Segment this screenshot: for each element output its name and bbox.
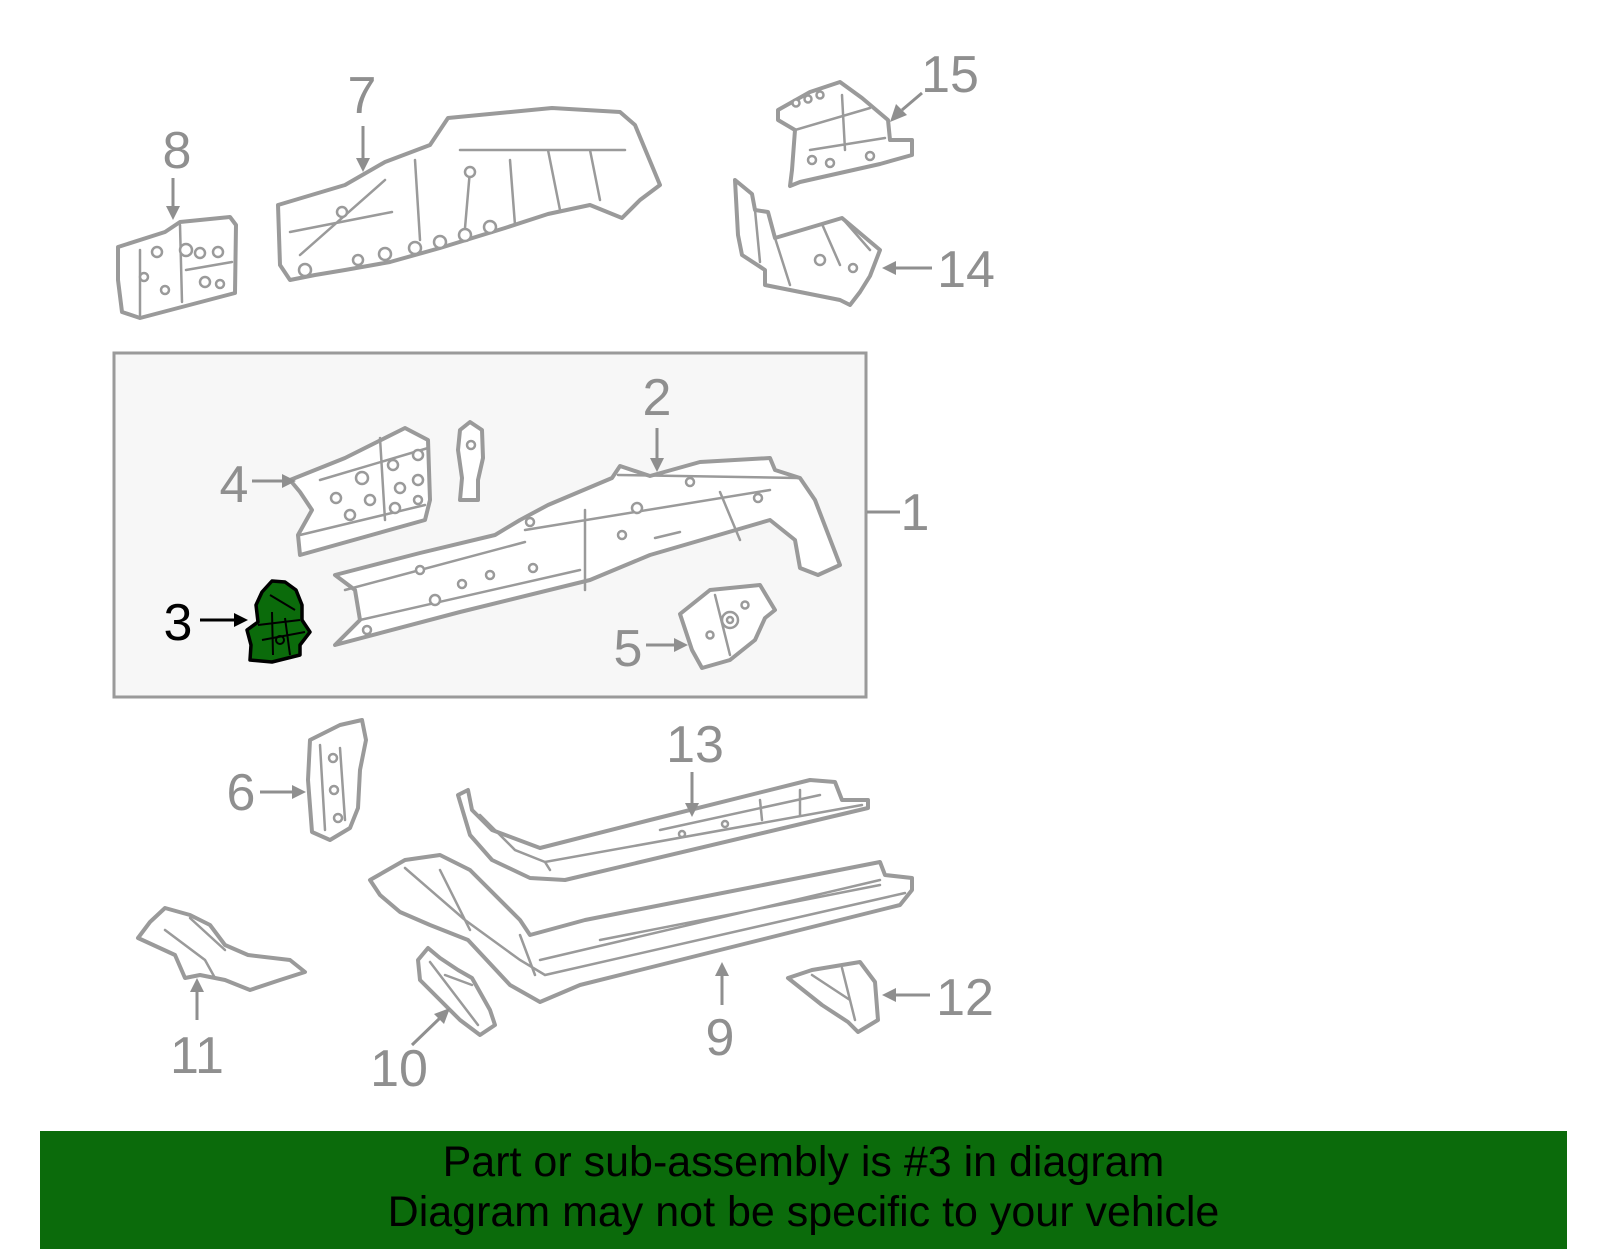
banner-line-part: Part or sub-assembly is #3 in diagram xyxy=(442,1138,1165,1186)
callout-1: 1 xyxy=(901,484,930,542)
part-11[interactable] xyxy=(136,906,307,992)
callout-10: 10 xyxy=(370,1040,428,1098)
callout-2: 2 xyxy=(643,369,672,427)
callout-6: 6 xyxy=(227,764,256,822)
part-14[interactable] xyxy=(733,178,882,307)
callout-12: 12 xyxy=(936,969,994,1027)
part-15[interactable] xyxy=(776,80,914,188)
part-10[interactable] xyxy=(416,946,497,1037)
part-12[interactable] xyxy=(786,960,880,1034)
callout-5: 5 xyxy=(614,620,643,678)
part-13[interactable] xyxy=(456,778,870,882)
banner-line-disclaimer: Diagram may not be specific to your vehi… xyxy=(387,1188,1220,1236)
part-3-highlighted[interactable] xyxy=(245,579,312,664)
small-bracket[interactable] xyxy=(456,420,485,502)
callout-8: 8 xyxy=(163,122,192,180)
callout-labels: 7 8 15 14 2 4 1 3 5 6 13 9 10 11 12 xyxy=(163,46,995,1098)
callout-13: 13 xyxy=(666,716,724,774)
callout-15: 15 xyxy=(921,46,979,104)
callout-14: 14 xyxy=(937,241,995,299)
leader-lines xyxy=(166,91,932,1047)
part-2[interactable] xyxy=(333,456,842,647)
part-6[interactable] xyxy=(306,718,368,842)
part-5[interactable] xyxy=(678,583,777,670)
callout-11: 11 xyxy=(170,1027,224,1085)
part-4[interactable] xyxy=(288,426,432,557)
part-7[interactable] xyxy=(276,106,662,282)
callout-3-selected: 3 xyxy=(164,594,193,652)
callout-9: 9 xyxy=(706,1009,735,1067)
part-9[interactable] xyxy=(368,853,914,1004)
info-banner: Part or sub-assembly is #3 in diagram Di… xyxy=(40,1131,1567,1249)
callout-4: 4 xyxy=(220,456,249,514)
part-8[interactable] xyxy=(116,215,238,320)
callout-7: 7 xyxy=(348,67,377,125)
